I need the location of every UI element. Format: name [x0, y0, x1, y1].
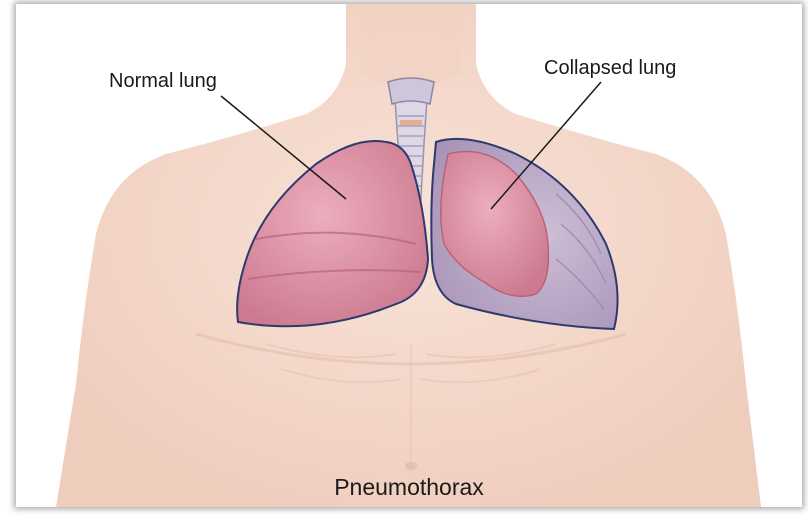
- diagram-caption: Pneumothorax: [16, 474, 802, 501]
- neck-shadow: [361, 4, 461, 87]
- normal-lung-label: Normal lung: [109, 70, 217, 93]
- navel: [405, 462, 417, 470]
- collapsed-lung-label: Collapsed lung: [544, 57, 676, 80]
- diagram-frame: Normal lung Collapsed lung Pneumothorax: [16, 4, 802, 507]
